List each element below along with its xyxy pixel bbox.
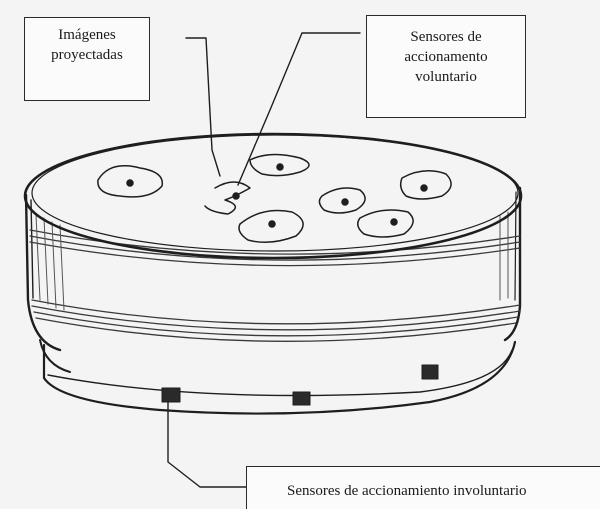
label-involuntary-sensors: Sensores de accionamiento involuntario [246,466,600,509]
label-voluntary-sensors: Sensores de accionamento voluntario [366,15,526,118]
projected-image-figures [98,154,451,242]
sensor-block [162,388,180,402]
base-band [44,342,515,414]
sensor-block [422,365,438,379]
label-voluntary-sensors-line3: voluntario [373,67,519,87]
leader-voluntary-sensors [238,33,360,185]
label-voluntary-sensors-line2: accionamento [373,47,519,67]
label-voluntary-sensors-line1: Sensores de [373,27,519,47]
leader-involuntary-sensors [168,402,246,487]
sensor-block [293,392,310,405]
label-involuntary-sensors-text: Sensores de accionamiento involuntario [287,481,600,501]
label-projected-images-line2: proyectadas [31,45,143,65]
label-projected-images: Imágenes proyectadas [24,17,150,101]
leader-projected-images [186,38,220,176]
label-projected-images-line1: Imágenes [31,25,143,45]
drum-dark-band [30,230,520,341]
